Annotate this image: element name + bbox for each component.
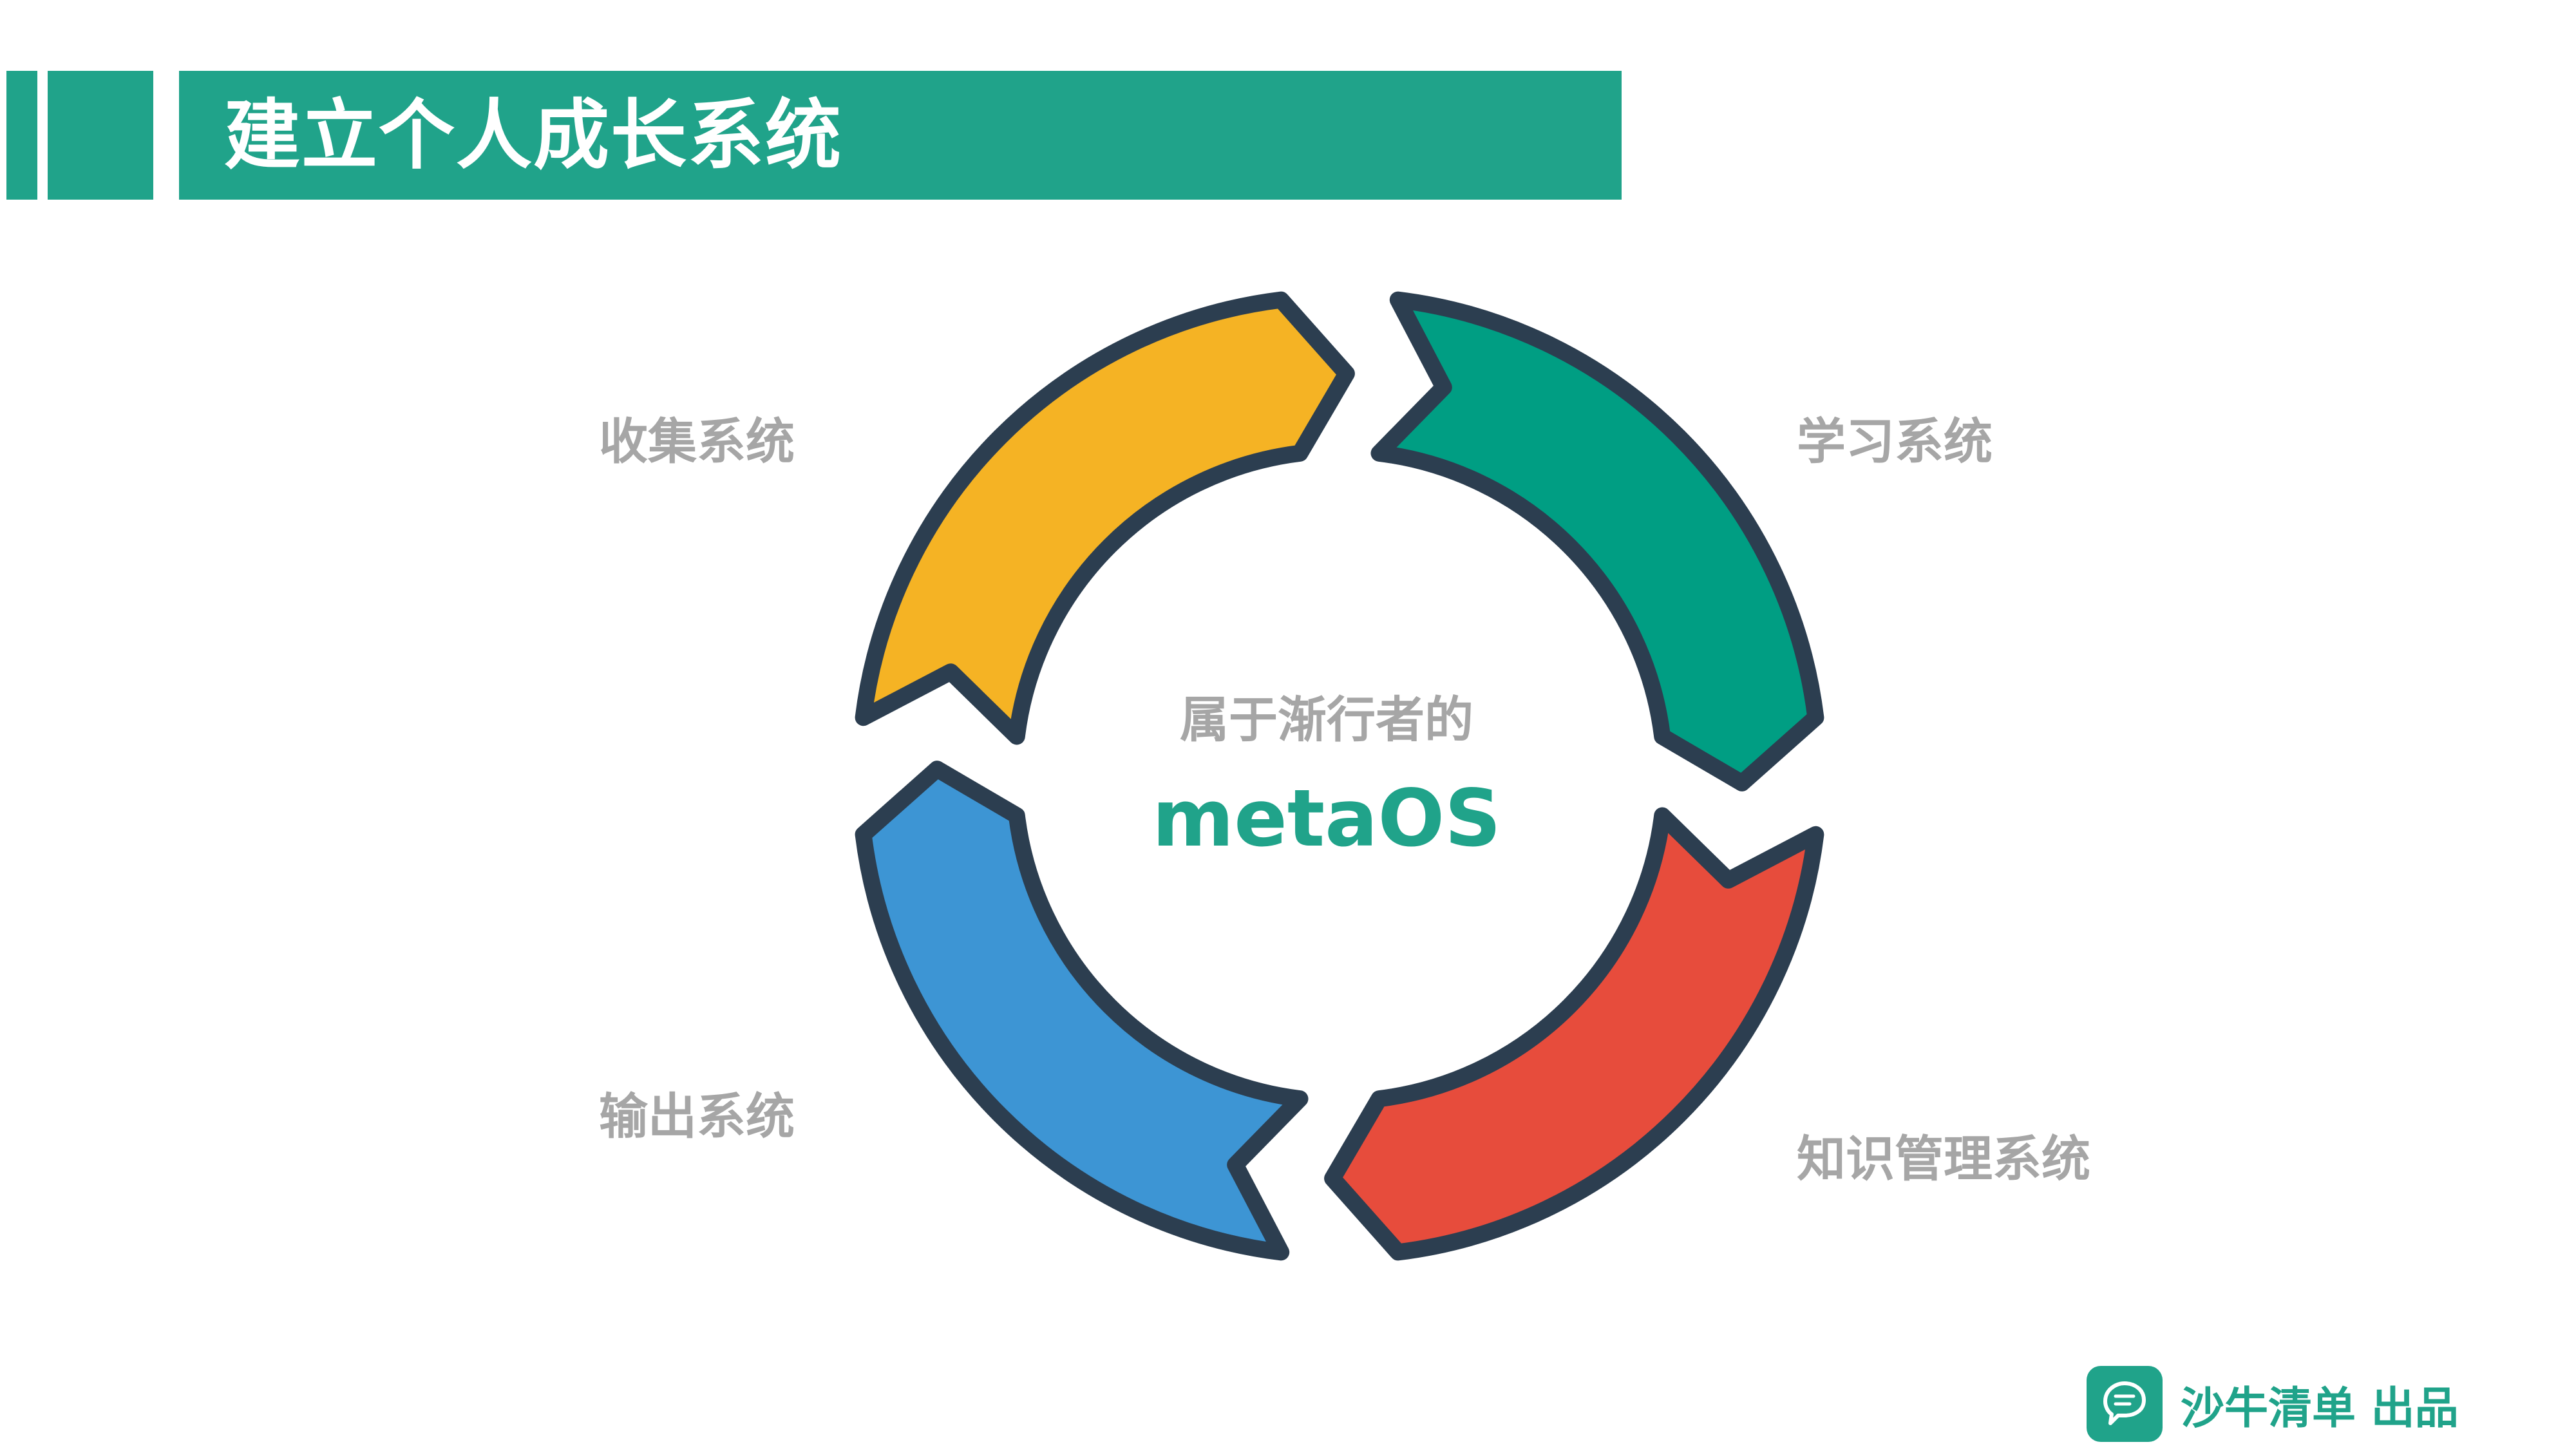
segment-learn xyxy=(1370,291,1824,791)
label-collect-system: 收集系统 xyxy=(599,413,795,470)
label-learn-system: 学习系统 xyxy=(1797,413,1993,470)
brand-footer: 沙牛清单 出品 xyxy=(2087,1365,2459,1443)
segment-knowledge xyxy=(1324,807,1824,1261)
segment-output xyxy=(855,761,1309,1261)
center-title: metaOS xyxy=(1151,773,1502,864)
chat-bubble-icon xyxy=(2087,1366,2163,1442)
brand-text: 沙牛清单 出品 xyxy=(2181,1383,2459,1434)
header-accent-bar-1 xyxy=(6,71,37,200)
title-bar: 建立个人成长系统 xyxy=(179,71,1622,200)
segment-collect xyxy=(855,291,1355,745)
label-knowledge-system: 知识管理系统 xyxy=(1797,1130,2090,1188)
header-accent-bar-2 xyxy=(48,71,153,200)
label-output-system: 输出系统 xyxy=(599,1088,795,1145)
center-subtitle: 属于渐行者的 xyxy=(1180,691,1473,748)
page-title: 建立个人成长系统 xyxy=(224,91,843,180)
